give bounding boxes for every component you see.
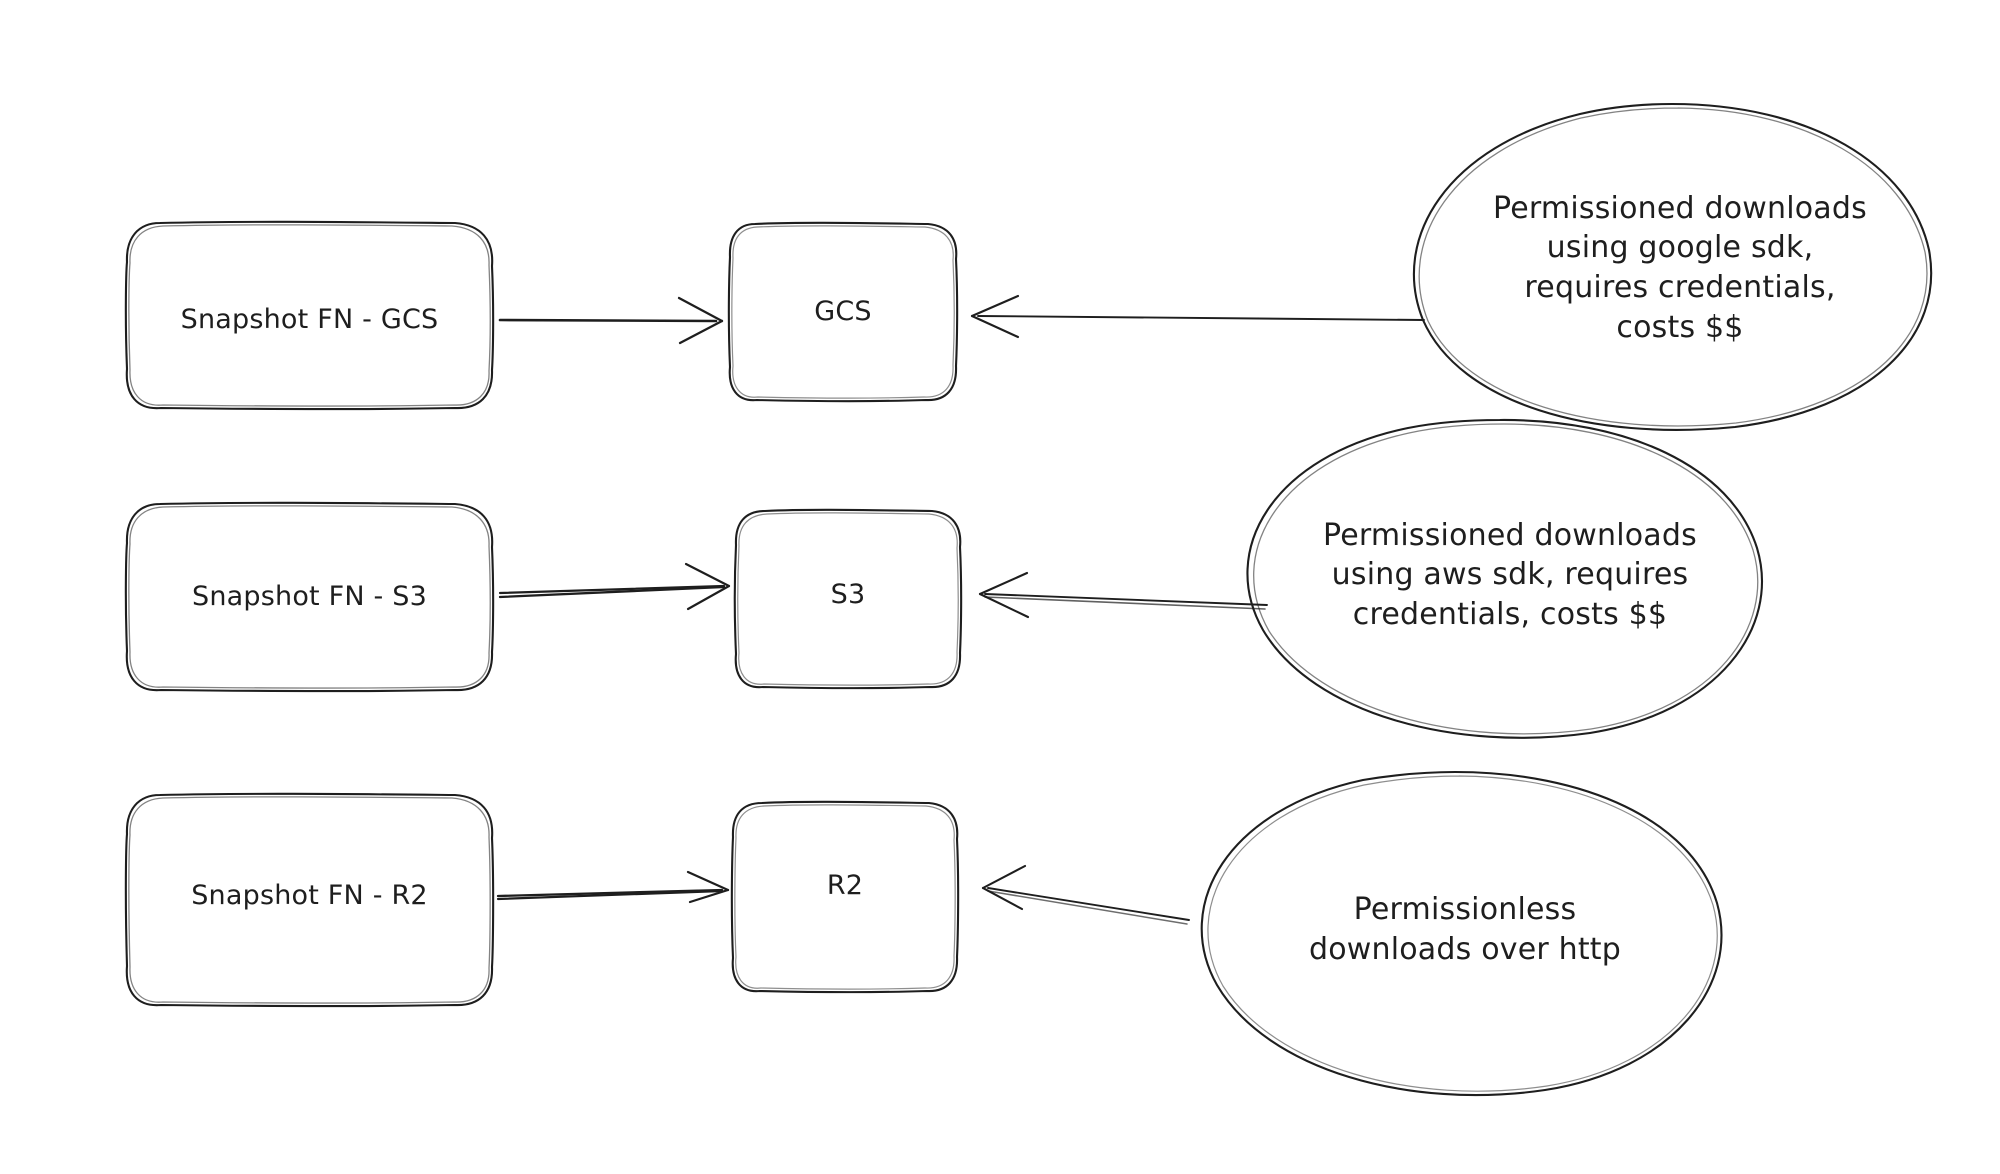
note-gcs-shape[interactable] [1413,102,1933,431]
node-snapshot-fn-gcs-shape[interactable] [124,220,495,411]
note-r2-shape[interactable] [1200,770,1723,1097]
edge-snapshot-fn-r2-to-r2 [496,870,730,904]
edge-note-gcs-to-gcs [970,294,1425,339]
edge-snapshot-fn-s3-to-s3 [498,562,731,611]
edge-snapshot-fn-gcs-to-gcs [498,296,724,345]
note-s3-shape[interactable] [1246,418,1763,739]
node-snapshot-fn-r2-shape[interactable] [124,792,495,1008]
edge-note-s3-to-s3 [978,571,1268,619]
node-s3-shape[interactable] [733,508,963,690]
node-snapshot-fn-s3-shape[interactable] [124,501,495,693]
node-r2-shape[interactable] [730,800,960,994]
edge-note-r2-to-r2 [981,864,1190,925]
node-gcs-shape[interactable] [727,221,959,403]
